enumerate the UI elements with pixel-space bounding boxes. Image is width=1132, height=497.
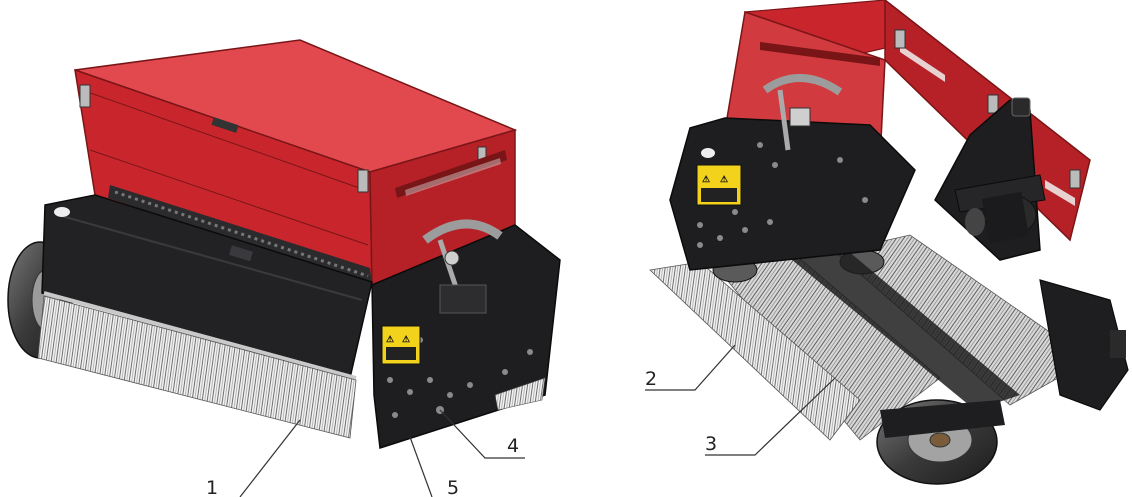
leader-1 [239,419,301,497]
right-view: ⚠ ⚠ [649,0,1129,485]
leader-2 [645,344,736,391]
warning-glyph: ⚠ [720,174,728,184]
leader-3 [705,377,836,456]
right-end-panel [669,117,916,271]
callout-5: 5 [447,477,459,497]
callout-4: 4 [507,435,519,457]
lid-latch [211,117,239,133]
right-warning-label: ⚠ ⚠ [696,164,742,206]
callout-3: 3 [705,433,717,455]
leader-5 [409,436,433,497]
callout-labels: 1 2 3 4 5 [206,368,717,497]
right-front-brush [649,261,861,441]
warning-glyph: ⚠ [702,174,710,184]
front-hood [41,194,373,379]
outlet-row [108,185,372,285]
callout-1: 1 [206,477,218,497]
depth-adjust-arc [422,219,503,244]
front-brush [37,295,357,439]
hood-badge [54,207,70,217]
left-warning-label: ⚠ ⚠ [381,325,421,365]
leader-4 [439,409,525,459]
hydraulic-motor [965,191,1037,244]
warning-glyph: ⚠ [402,334,410,344]
left-view: ⚠ ⚠ [7,39,561,449]
callout-2: 2 [645,368,657,390]
warning-glyph: ⚠ [386,334,394,344]
callout-leaders [239,344,836,497]
